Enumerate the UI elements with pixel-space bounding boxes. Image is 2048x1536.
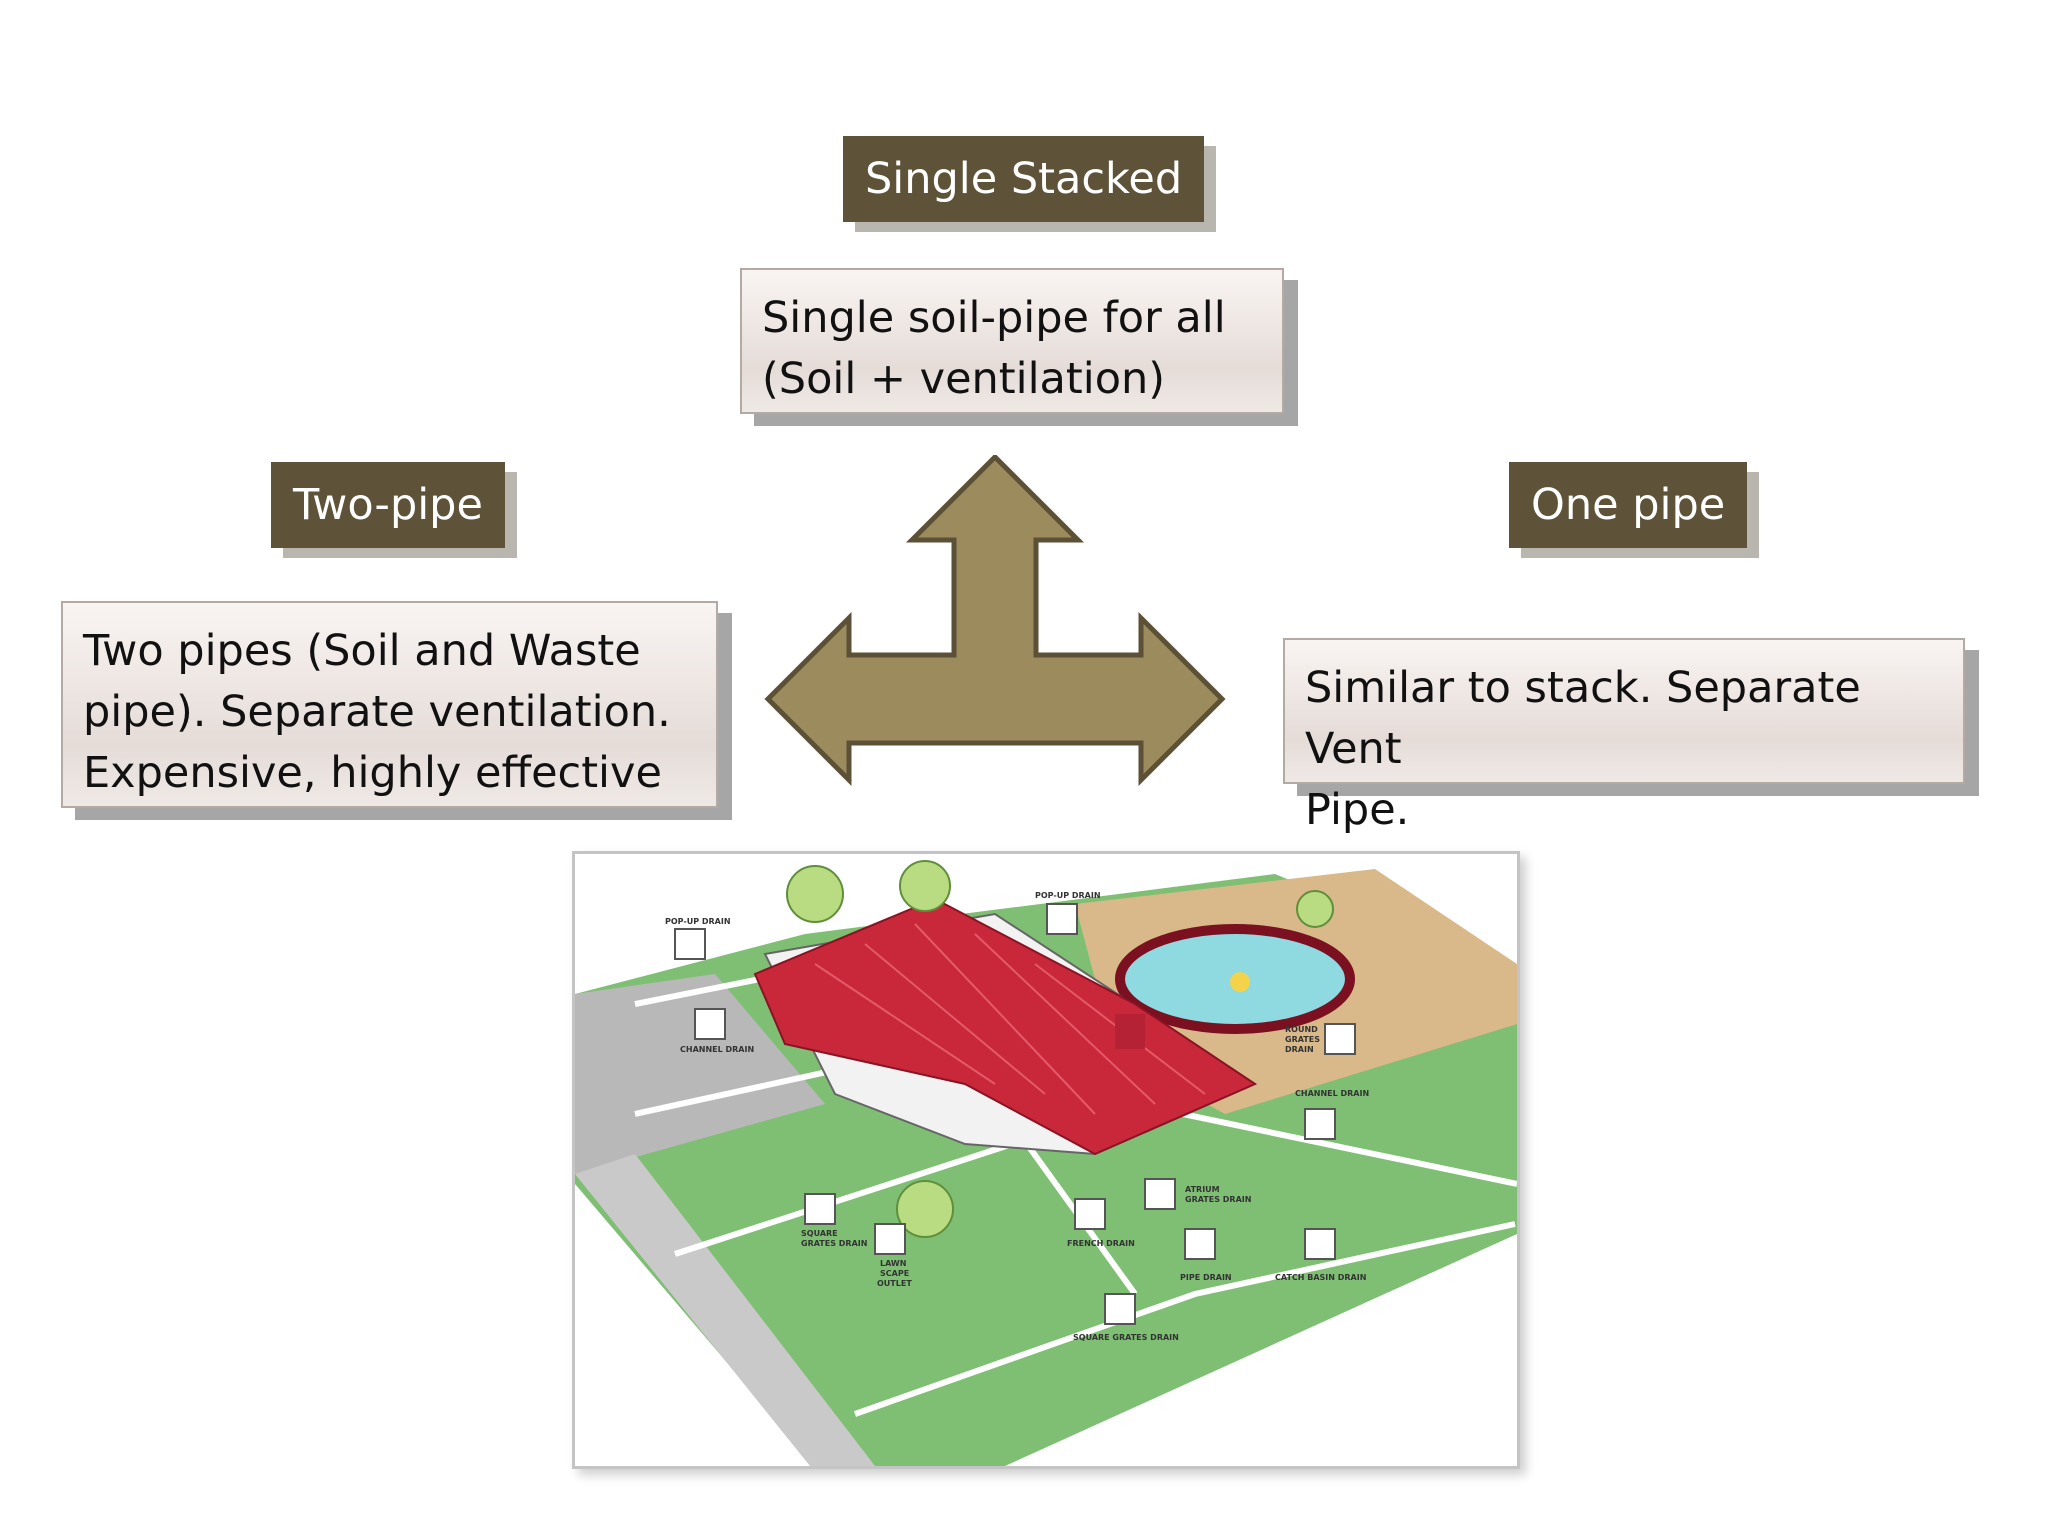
house-drainage-drawing: POP-UP DRAIN POP-UP DRAIN CHANNEL DRAIN … bbox=[575, 860, 1517, 1466]
lawn-scape-caption-1: LAWN bbox=[880, 1259, 906, 1268]
french-drain-icon bbox=[1074, 1198, 1106, 1230]
two-pipe-desc-line-1: Two pipes (Soil and Waste bbox=[83, 626, 641, 676]
round-grates-caption-1: ROUND bbox=[1285, 1025, 1318, 1034]
drainage-illustration: POP-UP DRAIN POP-UP DRAIN CHANNEL DRAIN … bbox=[572, 851, 1520, 1469]
two-pipe-desc-line-3: Expensive, highly effective bbox=[83, 748, 662, 798]
atrium-caption-2: GRATES DRAIN bbox=[1185, 1195, 1251, 1204]
one-pipe-desc-line-2: Pipe. bbox=[1305, 785, 1410, 835]
square-grates-drain-left-icon bbox=[804, 1193, 836, 1225]
two-pipe-description: Two pipes (Soil and Waste pipe). Separat… bbox=[61, 601, 718, 808]
two-pipe-label: Two-pipe bbox=[271, 462, 505, 548]
driveway bbox=[575, 974, 825, 1174]
popup-drain-left-caption: POP-UP DRAIN bbox=[665, 917, 731, 926]
atrium-grates-drain-icon bbox=[1144, 1178, 1176, 1210]
square-grates-left-caption-2: GRATES DRAIN bbox=[801, 1239, 867, 1248]
channel-drain-left-caption: CHANNEL DRAIN bbox=[680, 1045, 754, 1054]
channel-drain-right-icon bbox=[1304, 1108, 1336, 1140]
one-pipe-description: Similar to stack. Separate Vent Pipe. bbox=[1283, 638, 1965, 835]
channel-drain-right-caption: CHANNEL DRAIN bbox=[1295, 1089, 1369, 1098]
catch-basin-drain-icon bbox=[1304, 1228, 1336, 1260]
square-grates-left-caption-1: SQUARE bbox=[801, 1229, 838, 1238]
french-drain-caption: FRENCH DRAIN bbox=[1067, 1239, 1135, 1248]
trees bbox=[786, 860, 1334, 1238]
square-grates-bottom-caption: SQUARE GRATES DRAIN bbox=[1073, 1333, 1179, 1342]
roof bbox=[753, 897, 1258, 1156]
popup-drain-right-caption: POP-UP DRAIN bbox=[1035, 891, 1101, 900]
popup-drain-right-icon bbox=[1046, 903, 1078, 935]
pool-float bbox=[1230, 972, 1250, 992]
round-grates-caption-3: DRAIN bbox=[1285, 1045, 1314, 1054]
lawn-scape-caption-3: OUTLET bbox=[877, 1279, 912, 1288]
round-grates-caption-2: GRATES bbox=[1285, 1035, 1320, 1044]
popup-drain-left-icon bbox=[674, 928, 706, 960]
one-pipe-label: One pipe bbox=[1509, 462, 1748, 548]
pipe-drain-caption: PIPE DRAIN bbox=[1180, 1273, 1232, 1282]
square-grates-drain-bottom-icon bbox=[1104, 1293, 1136, 1325]
atrium-caption-1: ATRIUM bbox=[1185, 1185, 1220, 1194]
round-grates-drain-icon bbox=[1324, 1023, 1356, 1055]
single-stacked-description: Single soil-pipe for all (Soil + ventila… bbox=[740, 268, 1284, 414]
arrow-shape bbox=[764, 455, 1226, 787]
single-stacked-label: Single Stacked bbox=[843, 136, 1205, 222]
two-pipe-desc-line-2: pipe). Separate ventilation. bbox=[83, 687, 671, 737]
lawn-scape-caption-2: SCAPE bbox=[880, 1269, 909, 1278]
single-stacked-desc-line-1: Single soil-pipe for all bbox=[762, 293, 1226, 343]
sidewalk bbox=[575, 1154, 875, 1466]
pipe-drain-icon bbox=[1184, 1228, 1216, 1260]
catch-basin-caption: CATCH BASIN DRAIN bbox=[1275, 1273, 1366, 1282]
chimney bbox=[1115, 1014, 1145, 1049]
channel-drain-left-icon bbox=[694, 1008, 726, 1040]
single-stacked-desc-line-2: (Soil + ventilation) bbox=[762, 354, 1166, 404]
lawn-scape-outlet-icon bbox=[874, 1223, 906, 1255]
three-way-arrow-icon bbox=[764, 455, 1226, 787]
one-pipe-desc-line-1: Similar to stack. Separate Vent bbox=[1305, 663, 1861, 774]
